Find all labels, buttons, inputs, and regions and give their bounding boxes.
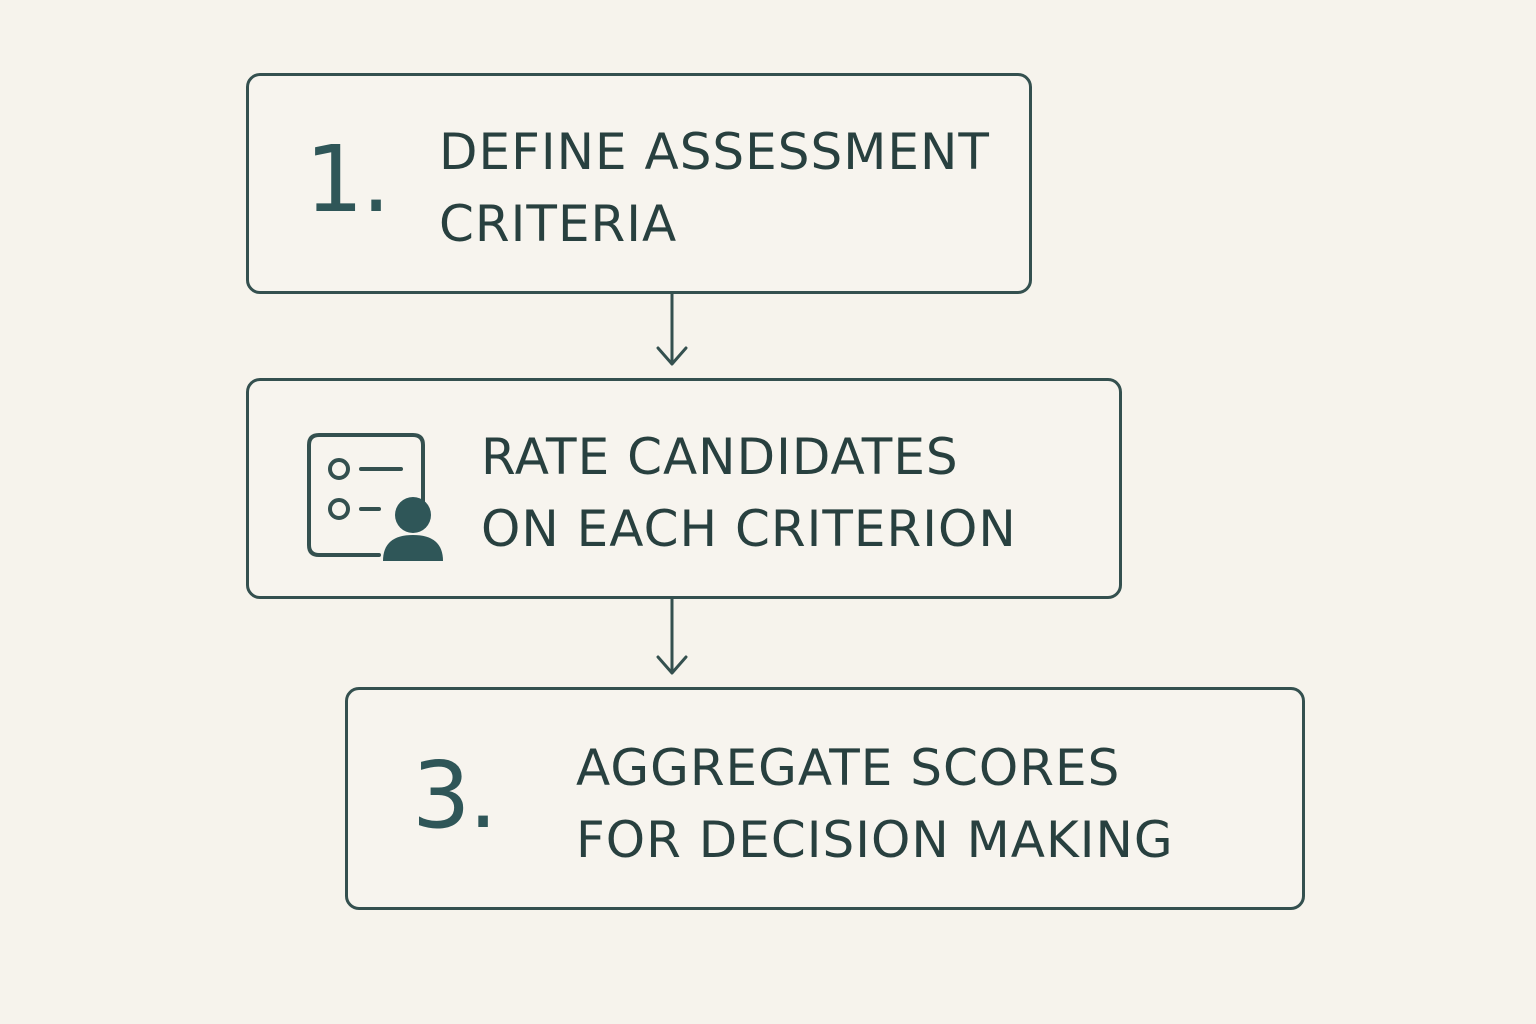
step-2-label-line-2: ON EACH CRITERION <box>481 500 1017 558</box>
arrow-down-icon <box>656 292 688 366</box>
step-1-label-line-1: DEFINE ASSESSMENT <box>439 123 990 181</box>
step-3-box: 3. AGGREGATE SCORES FOR DECISION MAKING <box>345 687 1305 910</box>
step-3-label: AGGREGATE SCORES FOR DECISION MAKING <box>576 732 1174 876</box>
step-2-label-line-1: RATE CANDIDATES <box>481 428 959 486</box>
step-3-label-line-2: FOR DECISION MAKING <box>576 811 1174 869</box>
step-3-number: 3. <box>412 742 498 849</box>
arrow-down-icon <box>656 597 688 675</box>
step-2-label: RATE CANDIDATES ON EACH CRITERION <box>481 421 1017 565</box>
candidate-rating-form-icon <box>307 433 443 561</box>
step-3-label-line-1: AGGREGATE SCORES <box>576 739 1121 797</box>
step-1-number: 1. <box>305 126 391 233</box>
step-1-box: 1. DEFINE ASSESSMENT CRITERIA <box>246 73 1032 294</box>
step-1-label-line-2: CRITERIA <box>439 195 678 253</box>
step-1-label: DEFINE ASSESSMENT CRITERIA <box>439 116 990 260</box>
step-2-box: RATE CANDIDATES ON EACH CRITERION <box>246 378 1122 599</box>
